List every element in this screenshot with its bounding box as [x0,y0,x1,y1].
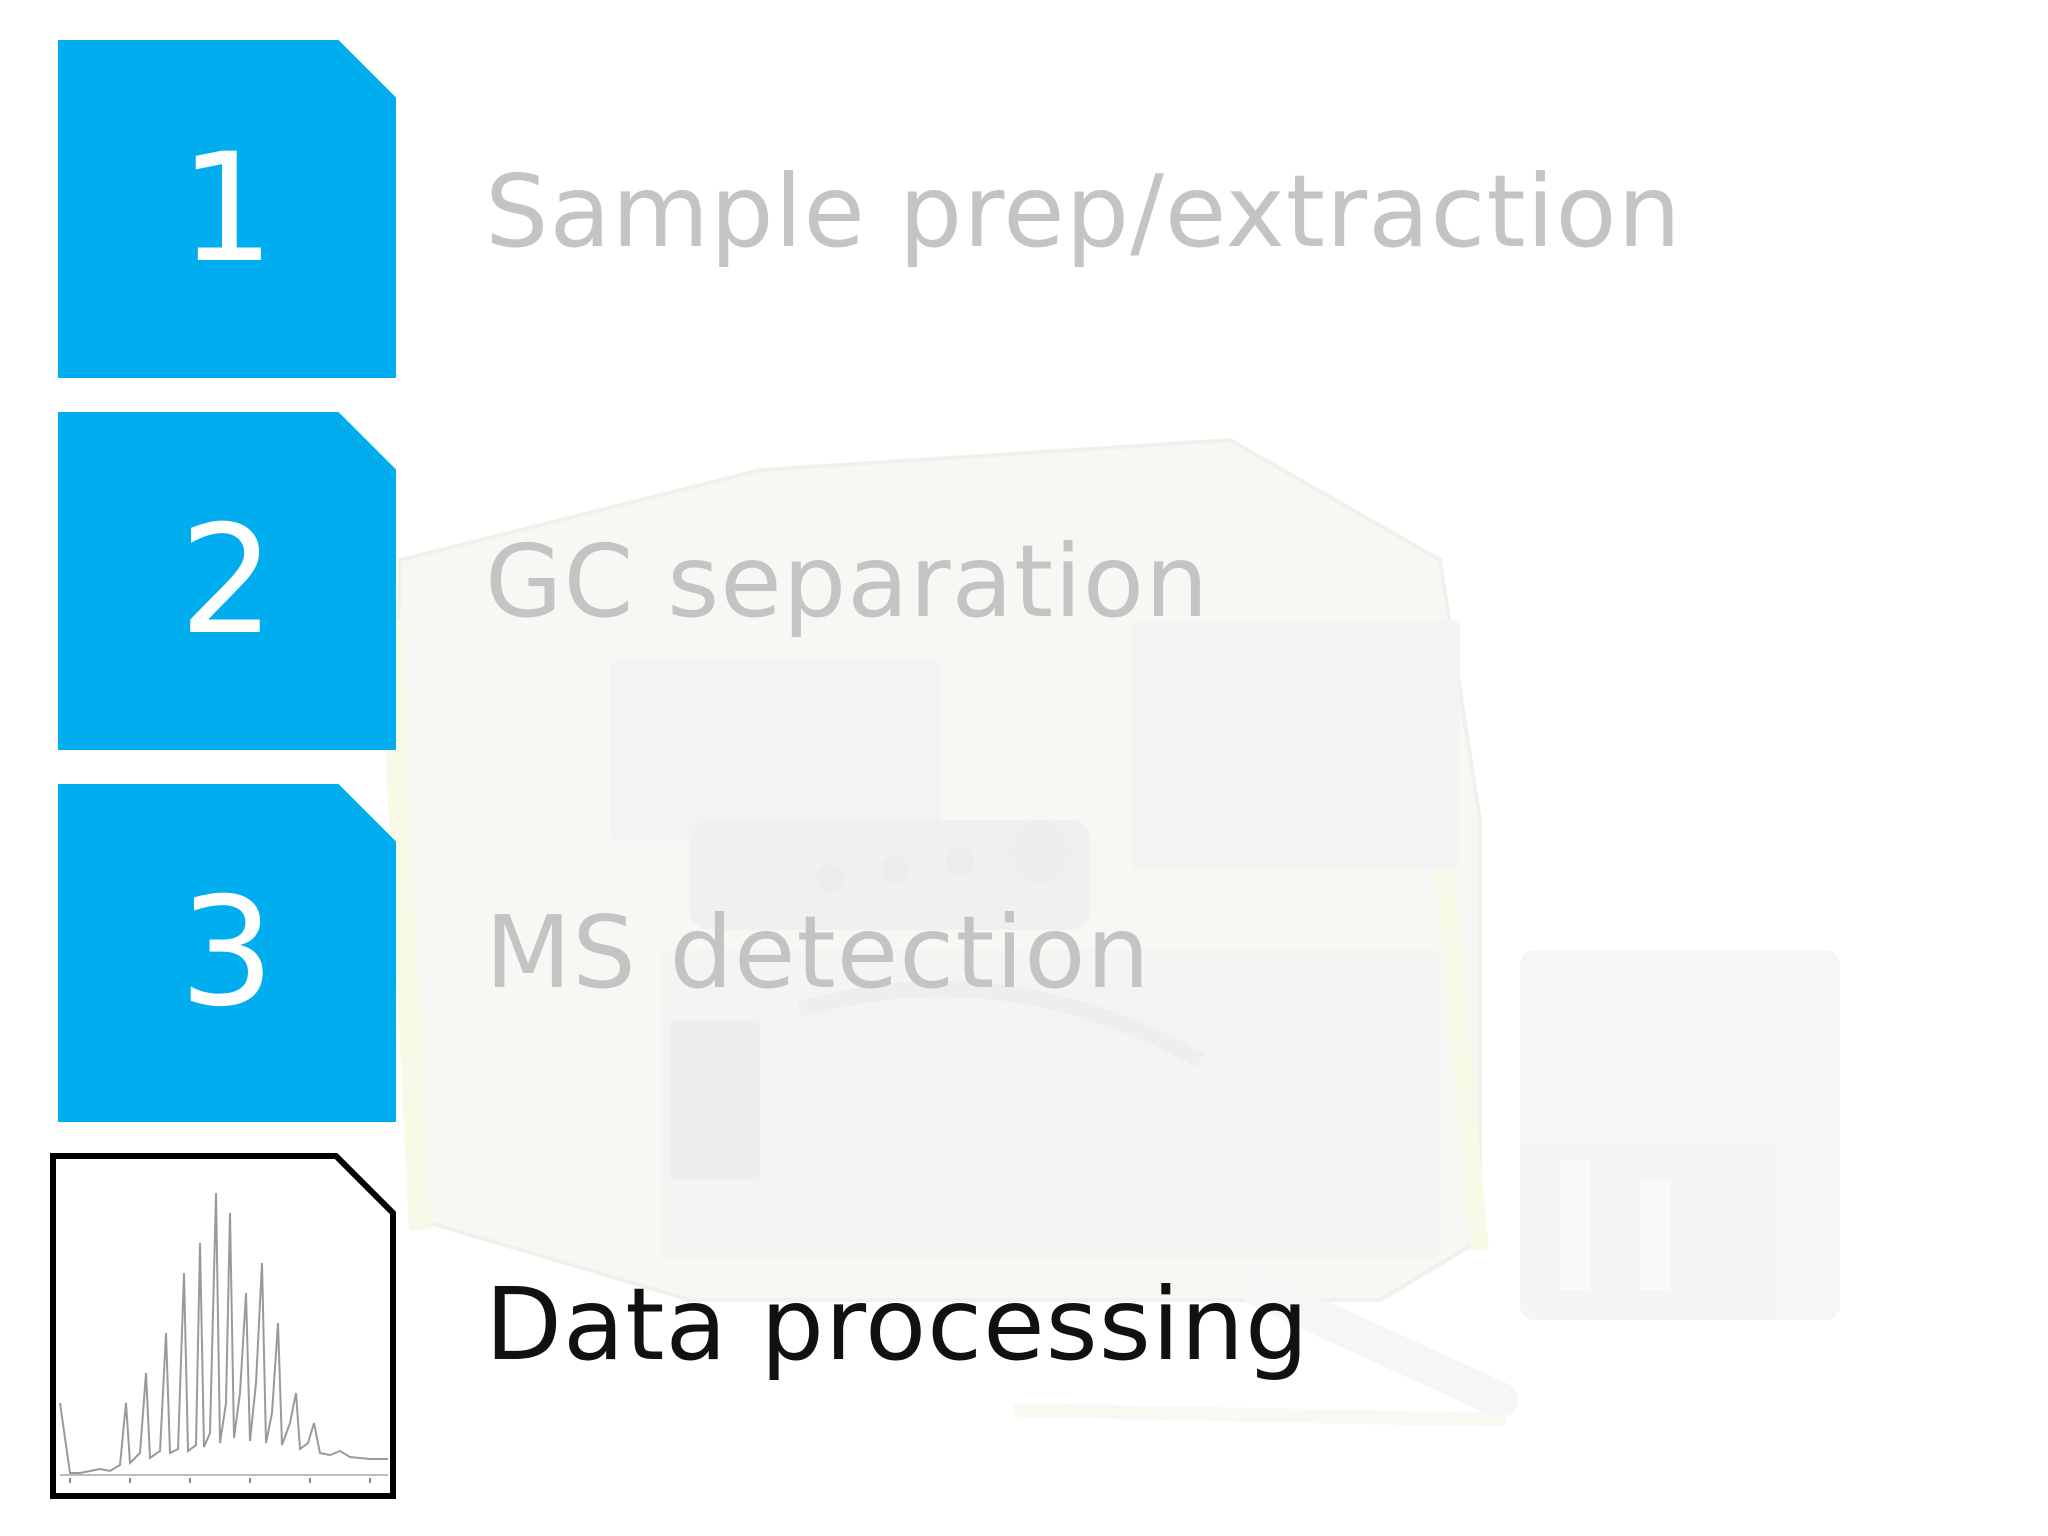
step-2-number: 2 [179,494,275,668]
step-3-badge: 3 [58,784,396,1122]
step-4-label: Data processing [485,1266,1310,1383]
step-1-number: 1 [179,122,275,296]
step-1-badge: 1 [58,40,396,378]
step-3-number: 3 [179,866,275,1040]
step-2-label: GC separation [485,523,1210,640]
step-3-label: MS detection [485,894,1151,1011]
step-2-badge: 2 [58,412,396,750]
chromatogram-icon [50,1153,396,1499]
step-1-label: Sample prep/extraction [485,153,1682,270]
